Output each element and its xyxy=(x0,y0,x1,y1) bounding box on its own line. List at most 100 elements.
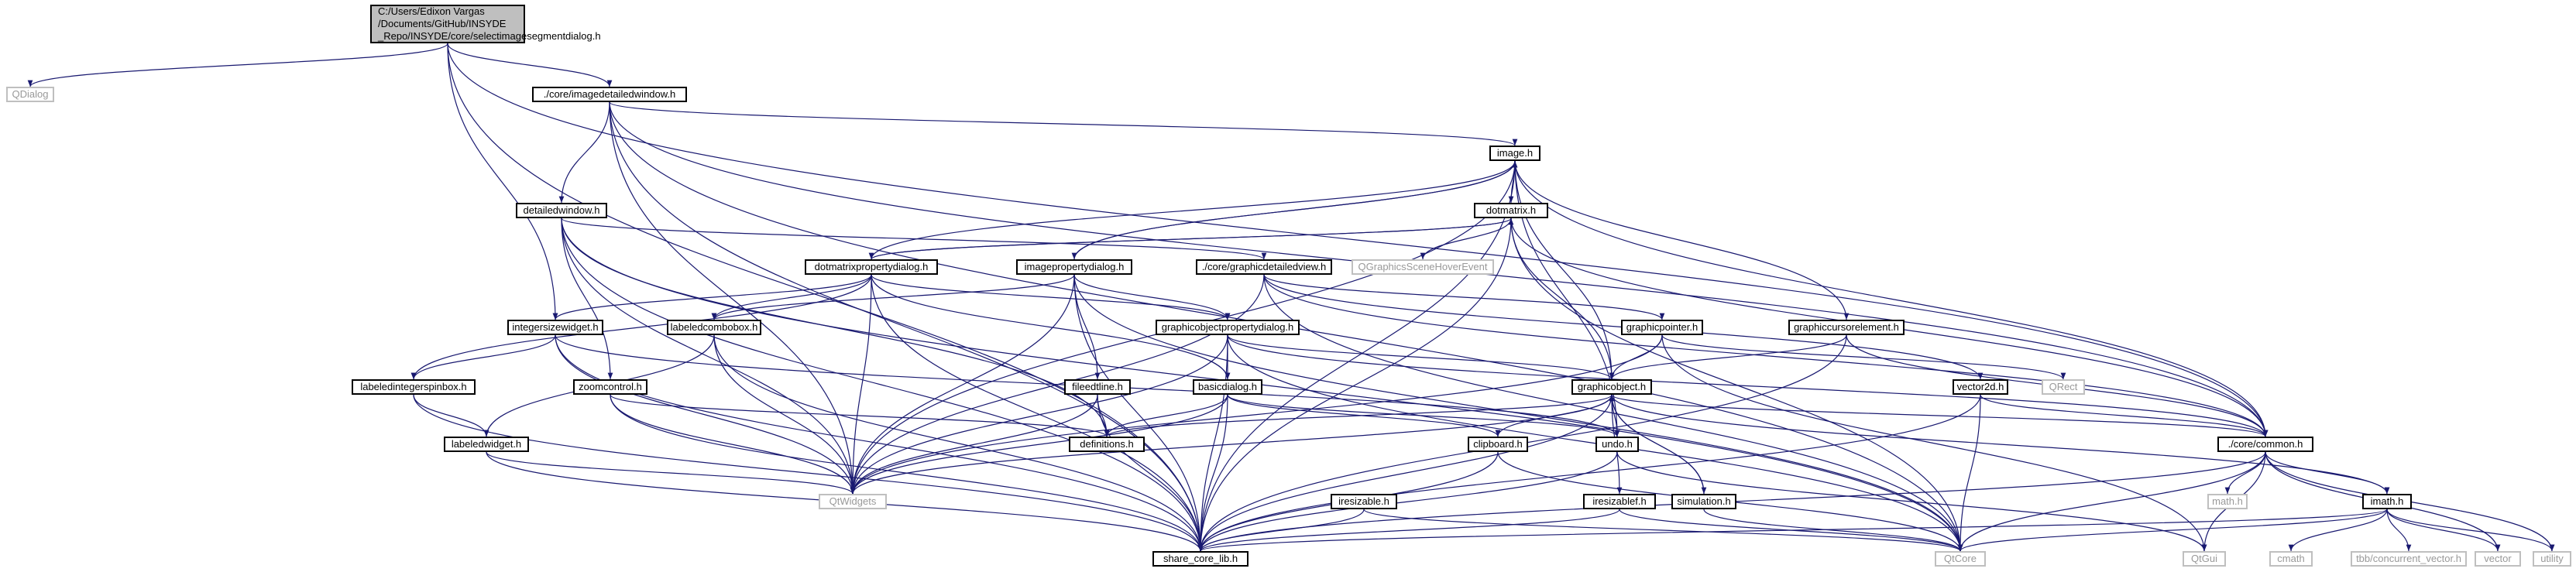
edge-imath-to-sharecorelib xyxy=(1198,509,2388,552)
edge-imath-to-vector xyxy=(2386,509,2501,552)
node-label: QGraphicsSceneHoverEvent xyxy=(1358,261,1488,272)
edge-graphicobjectpropertydialog-to-qtcore xyxy=(1227,334,1963,552)
node-cmath: cmath xyxy=(2269,551,2313,567)
node-label: simulation.h xyxy=(1677,495,1731,507)
node-imagepropertydialog[interactable]: imagepropertydialog.h xyxy=(1016,259,1132,275)
node-dotmatrixpropertydialog[interactable]: dotmatrixpropertydialog.h xyxy=(805,259,938,275)
node-undo[interactable]: undo.h xyxy=(1595,437,1639,452)
node-simulation[interactable]: simulation.h xyxy=(1671,494,1736,509)
edge-zoomcontrol-to-sharecorelib xyxy=(610,394,1204,552)
node-label: C:/Users/Edixon Vargas /Documents/GitHub… xyxy=(378,5,601,42)
edge-common-to-qtcore xyxy=(1957,451,2266,552)
node-iresizable[interactable]: iresizable.h xyxy=(1331,494,1397,509)
edge-root-to-imagedetailedwindow xyxy=(447,43,613,87)
node-vector: vector xyxy=(2475,551,2521,567)
node-common[interactable]: ./core/common.h xyxy=(2217,437,2313,452)
edge-labeledcombobox-to-sharecorelib xyxy=(713,334,1204,552)
edge-dotmatrixpropertydialog-to-sharecorelib xyxy=(871,274,1204,552)
edge-integersizewidget-to-labeledintegerspinbox xyxy=(410,334,556,380)
edge-simulation-to-qtcore xyxy=(1703,509,1963,552)
node-graphicobjectpropertydialog[interactable]: graphicobjectpropertydialog.h xyxy=(1156,320,1300,335)
node-label: imagepropertydialog.h xyxy=(1024,261,1125,272)
edge-graphicobject-to-common xyxy=(1611,394,2269,437)
edge-fileedtline-to-sharecorelib xyxy=(1097,394,1204,552)
node-graphicobject[interactable]: graphicobject.h xyxy=(1571,379,1652,395)
node-labeledwidget[interactable]: labeledwidget.h xyxy=(444,437,529,452)
node-label: cmath xyxy=(2277,553,2305,564)
node-label: graphicobject.h xyxy=(1577,381,1647,392)
edge-graphicdetailedview-to-common xyxy=(1263,274,2269,437)
node-qdialog: QDialog xyxy=(6,87,54,102)
edge-imagedetailedwindow-to-qtwidgets xyxy=(609,101,856,495)
node-basicdialog[interactable]: basicdialog.h xyxy=(1193,379,1262,395)
edge-basicdialog-to-qtwidgets xyxy=(850,394,1228,495)
edge-basicdialog-to-definitions xyxy=(1104,394,1228,437)
node-qtwidgets: QtWidgets xyxy=(819,494,887,509)
node-label: ./core/graphicdetailedview.h xyxy=(1201,261,1327,272)
node-image[interactable]: image.h xyxy=(1489,146,1540,161)
edge-imagepropertydialog-to-image xyxy=(1073,160,1518,260)
node-iresizablef[interactable]: iresizablef.h xyxy=(1583,494,1656,509)
edge-root-to-sharecorelib xyxy=(447,43,1204,552)
edge-zoomcontrol-to-qtwidgets xyxy=(610,394,856,495)
edge-fileedtline-to-qtwidgets xyxy=(850,394,1098,495)
node-label: QtWidgets xyxy=(829,495,877,507)
node-root[interactable]: C:/Users/Edixon Vargas /Documents/GitHub… xyxy=(370,5,601,43)
edge-dotmatrixpropertydialog-to-image xyxy=(871,160,1518,260)
edge-graphicpointer-to-qtwidgets xyxy=(850,334,1663,495)
node-label: iresizable.h xyxy=(1338,495,1389,507)
node-graphicpointer[interactable]: graphicpointer.h xyxy=(1621,320,1703,335)
node-dotmatrix[interactable]: dotmatrix.h xyxy=(1474,203,1548,218)
node-label: share_core_lib.h xyxy=(1163,553,1238,564)
edge-graphicobject-to-sharecorelib xyxy=(1197,394,1613,552)
edge-dotmatrix-to-qgraphicsscenehoverevent xyxy=(1420,217,1512,260)
node-clipboard[interactable]: clipboard.h xyxy=(1468,437,1528,452)
node-label: integersizewidget.h xyxy=(512,321,599,333)
edge-graphicobject-to-definitions xyxy=(1104,394,1613,437)
edge-imath-to-qtcore xyxy=(1957,509,2388,552)
edge-undo-to-qtgui xyxy=(1616,451,2207,552)
node-label: detailedwindow.h xyxy=(523,204,600,216)
edge-basicdialog-to-undo xyxy=(1227,394,1620,437)
edge-iresizablef-to-sharecorelib xyxy=(1197,509,1620,552)
node-imagedetailedwindow[interactable]: ./core/imagedetailedwindow.h xyxy=(532,87,687,102)
node-label: QtCore xyxy=(1944,553,1977,564)
edge-basicdialog-to-sharecorelib xyxy=(1197,394,1228,552)
edge-detailedwindow-to-qtwidgets xyxy=(561,217,856,495)
edge-common-to-imath xyxy=(2265,451,2390,495)
node-zoomcontrol[interactable]: zoomcontrol.h xyxy=(573,379,647,395)
node-label: graphicpointer.h xyxy=(1626,321,1698,333)
node-fileedtline[interactable]: fileedtline.h xyxy=(1064,379,1131,395)
node-label: tbb/concurrent_vector.h xyxy=(2356,553,2461,564)
node-integersizewidget[interactable]: integersizewidget.h xyxy=(507,320,603,335)
node-detailedwindow[interactable]: detailedwindow.h xyxy=(516,203,607,218)
edge-image-to-graphicobject xyxy=(1514,160,1615,380)
edge-vector2d-to-qtcore xyxy=(1957,394,1981,552)
edge-detailedwindow-to-sharecorelib xyxy=(561,217,1204,552)
node-graphicdetailedview[interactable]: ./core/graphicdetailedview.h xyxy=(1196,259,1332,275)
node-graphiccursorelement[interactable]: graphiccursorelement.h xyxy=(1788,320,1905,335)
edge-labeledcombobox-to-qtwidgets xyxy=(713,334,856,495)
edge-labeledwidget-to-qtwidgets xyxy=(486,451,856,495)
node-label: utility xyxy=(2540,553,2564,564)
edge-graphicobjectpropertydialog-to-graphicobject xyxy=(1227,334,1615,380)
edge-image-to-sharecorelib xyxy=(1197,160,1516,552)
node-vector2d[interactable]: vector2d.h xyxy=(1953,379,2008,395)
node-label: clipboard.h xyxy=(1473,438,1523,450)
node-labeledintegerspinbox[interactable]: labeledintegerspinbox.h xyxy=(352,379,476,395)
edge-simulation-to-graphicobject xyxy=(1609,394,1705,495)
node-label: iresizablef.h xyxy=(1592,495,1647,507)
node-imath[interactable]: imath.h xyxy=(2362,494,2412,509)
node-label: vector xyxy=(2484,553,2512,564)
edge-graphicobject-to-imath xyxy=(1611,394,2390,495)
edge-imagedetailedwindow-to-image xyxy=(609,101,1518,146)
node-definitions[interactable]: definitions.h xyxy=(1069,437,1145,452)
node-label: ./core/imagedetailedwindow.h xyxy=(543,88,676,100)
edge-dotmatrixpropertydialog-to-qtwidgets xyxy=(850,274,872,495)
node-label: graphiccursorelement.h xyxy=(1794,321,1899,333)
edge-detailedwindow-to-graphicdetailedview xyxy=(561,217,1267,260)
node-qtgui: QtGui xyxy=(2183,551,2226,567)
node-labeledcombobox[interactable]: labeledcombobox.h xyxy=(667,320,761,335)
node-tbbconcurrent: tbb/concurrent_vector.h xyxy=(2351,551,2467,567)
node-sharecorelib[interactable]: share_core_lib.h xyxy=(1152,551,1249,567)
